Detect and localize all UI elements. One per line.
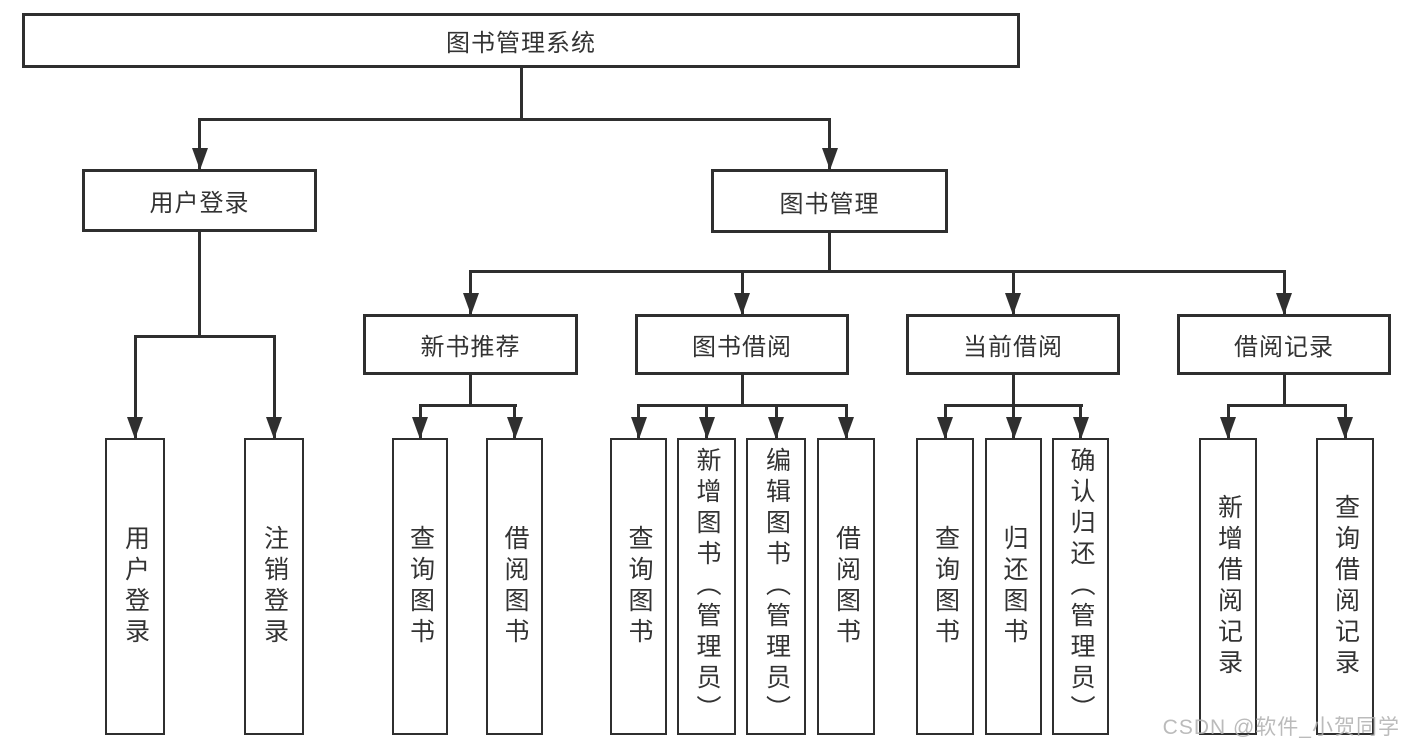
- arrowhead-user-login: [127, 417, 143, 439]
- edge-drop-new-book-rec: [469, 270, 472, 314]
- node-label-query-book-3: 查询图书: [931, 524, 960, 649]
- arrowhead-edit-book-admin: [768, 417, 784, 439]
- edge-stem-root: [520, 68, 523, 121]
- node-query-book-3: 查询图书: [916, 438, 974, 735]
- node-label-root: 图书管理系统: [446, 30, 596, 57]
- node-borrow-records: 借阅记录: [1177, 314, 1391, 375]
- arrowhead-return-book: [1006, 417, 1022, 439]
- edge-bar-user-login-branch: [134, 335, 276, 338]
- node-root: 图书管理系统: [22, 13, 1020, 68]
- arrowhead-confirm-return-admin: [1073, 417, 1089, 439]
- arrowhead-borrow-records: [1276, 293, 1292, 315]
- node-label-user-login: 用户登录: [121, 524, 150, 649]
- arrowhead-borrow-book-1: [507, 417, 523, 439]
- node-user-login-branch: 用户登录: [82, 169, 317, 232]
- node-label-add-borrow-record: 新增借阅记录: [1214, 493, 1243, 680]
- arrowhead-query-book-3: [937, 417, 953, 439]
- edge-stem-user-login-branch: [198, 232, 201, 338]
- node-add-book-admin: 新增图书（管理员）: [677, 438, 736, 735]
- arrowhead-add-book-admin: [699, 417, 715, 439]
- edge-bar-new-book-rec: [419, 404, 517, 407]
- node-label-book-mgmt-branch: 图书管理: [779, 190, 880, 218]
- node-label-edit-book-admin: 编辑图书（管理员）: [762, 447, 791, 726]
- edge-drop-logout: [273, 335, 276, 438]
- node-label-return-book: 归还图书: [1000, 524, 1028, 649]
- edge-bar-borrow-records: [1227, 404, 1347, 407]
- edge-stem-new-book-rec: [469, 375, 472, 407]
- node-label-borrow-book-2: 借阅图书: [832, 524, 861, 649]
- node-borrow-book-1: 借阅图书: [486, 438, 543, 735]
- edge-stem-book-borrow: [741, 375, 744, 407]
- node-label-add-book-admin: 新增图书（管理员）: [693, 447, 721, 726]
- node-label-borrow-records: 借阅记录: [1234, 334, 1334, 361]
- node-logout: 注销登录: [244, 438, 304, 735]
- node-label-current-borrow: 当前借阅: [963, 334, 1063, 361]
- node-book-mgmt-branch: 图书管理: [711, 169, 948, 233]
- node-label-book-borrow: 图书借阅: [692, 334, 792, 361]
- arrowhead-query-book-2: [631, 417, 647, 439]
- node-book-borrow: 图书借阅: [635, 314, 849, 375]
- edge-drop-book-mgmt-branch: [828, 118, 831, 169]
- node-current-borrow: 当前借阅: [906, 314, 1120, 375]
- node-label-borrow-book-1: 借阅图书: [501, 524, 529, 649]
- edge-drop-user-login-branch: [198, 118, 201, 169]
- node-label-query-book-2: 查询图书: [625, 524, 653, 649]
- arrowhead-query-book-1: [412, 417, 428, 439]
- node-label-logout: 注销登录: [260, 524, 289, 649]
- node-label-query-book-1: 查询图书: [406, 524, 435, 649]
- node-borrow-book-2: 借阅图书: [817, 438, 875, 735]
- edge-drop-borrow-records: [1283, 270, 1286, 314]
- edge-drop-book-borrow: [741, 270, 744, 314]
- edge-drop-user-login: [134, 335, 137, 438]
- edge-drop-current-borrow: [1012, 270, 1015, 314]
- node-query-book-1: 查询图书: [392, 438, 448, 735]
- node-confirm-return-admin: 确认归还（管理员）: [1052, 438, 1109, 735]
- arrowhead-book-borrow: [734, 293, 750, 315]
- edge-bar-root: [198, 118, 831, 121]
- arrowhead-current-borrow: [1005, 293, 1021, 315]
- arrowhead-user-login-branch: [192, 148, 208, 170]
- edge-stem-current-borrow: [1012, 375, 1015, 407]
- node-user-login: 用户登录: [105, 438, 165, 735]
- arrowhead-book-mgmt-branch: [822, 148, 838, 170]
- node-label-query-borrow-record: 查询借阅记录: [1331, 493, 1360, 680]
- arrowhead-query-borrow-record: [1337, 417, 1353, 439]
- edge-bar-book-mgmt-branch: [469, 270, 1286, 273]
- arrowhead-add-borrow-record: [1220, 417, 1236, 439]
- arrowhead-borrow-book-2: [838, 417, 854, 439]
- node-add-borrow-record: 新增借阅记录: [1199, 438, 1257, 735]
- edge-stem-book-mgmt-branch: [828, 233, 831, 273]
- arrowhead-logout: [266, 417, 282, 439]
- node-label-new-book-rec: 新书推荐: [420, 334, 521, 361]
- edge-bar-book-borrow: [637, 404, 848, 407]
- node-label-confirm-return-admin: 确认归还（管理员）: [1067, 447, 1095, 726]
- node-edit-book-admin: 编辑图书（管理员）: [746, 438, 806, 735]
- edge-stem-borrow-records: [1283, 375, 1286, 407]
- node-query-borrow-record: 查询借阅记录: [1316, 438, 1374, 735]
- node-label-user-login-branch: 用户登录: [149, 190, 250, 217]
- node-query-book-2: 查询图书: [610, 438, 667, 735]
- node-new-book-rec: 新书推荐: [363, 314, 578, 375]
- node-return-book: 归还图书: [985, 438, 1042, 735]
- arrowhead-new-book-rec: [463, 293, 479, 315]
